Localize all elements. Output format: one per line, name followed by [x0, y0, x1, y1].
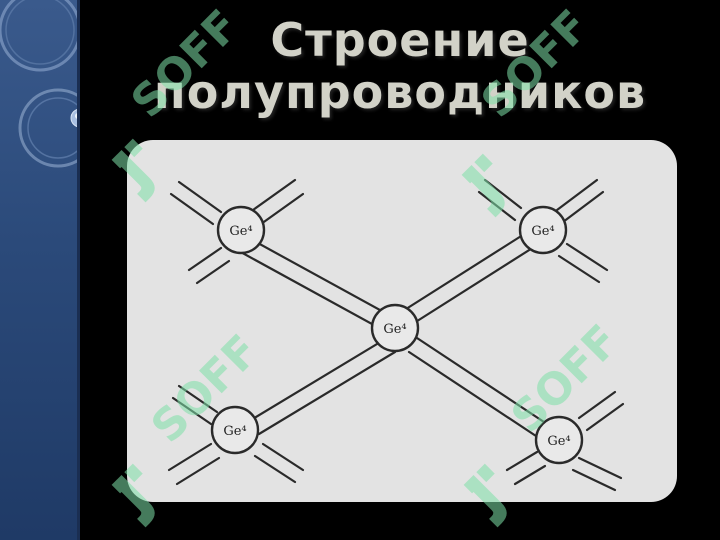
crystal-lattice-figure: Ge⁴ Ge⁴ Ge⁴ Ge⁴ Ge⁴ — [127, 140, 677, 502]
bond-line — [401, 238, 547, 332]
atom-label: Ge⁴ — [547, 434, 570, 449]
side-decor-panel — [0, 0, 80, 540]
bond-line — [249, 336, 389, 422]
bond-line — [407, 350, 541, 440]
ring-decoration — [0, 0, 80, 168]
bond-line — [257, 350, 397, 436]
atom-label: Ge⁴ — [223, 424, 246, 439]
atom-circle — [534, 415, 584, 465]
bond-line — [415, 336, 549, 426]
title-line-2: полупроводников — [153, 65, 647, 119]
atom-circle — [216, 205, 266, 255]
bond-line — [243, 234, 393, 318]
atom-circle — [518, 205, 568, 255]
slide-title: Строение полупроводников — [90, 14, 710, 118]
atom-label: Ge⁴ — [531, 224, 554, 239]
atom-circle — [370, 303, 420, 353]
atom-circle — [210, 405, 260, 455]
title-line-1: Строение — [270, 13, 530, 67]
bond-line — [235, 248, 385, 332]
germanium-lattice-diagram: Ge⁴ Ge⁴ Ge⁴ Ge⁴ Ge⁴ — [167, 178, 625, 492]
bond-line — [393, 224, 539, 318]
atom-label: Ge⁴ — [383, 322, 406, 337]
atom-label: Ge⁴ — [229, 224, 252, 239]
